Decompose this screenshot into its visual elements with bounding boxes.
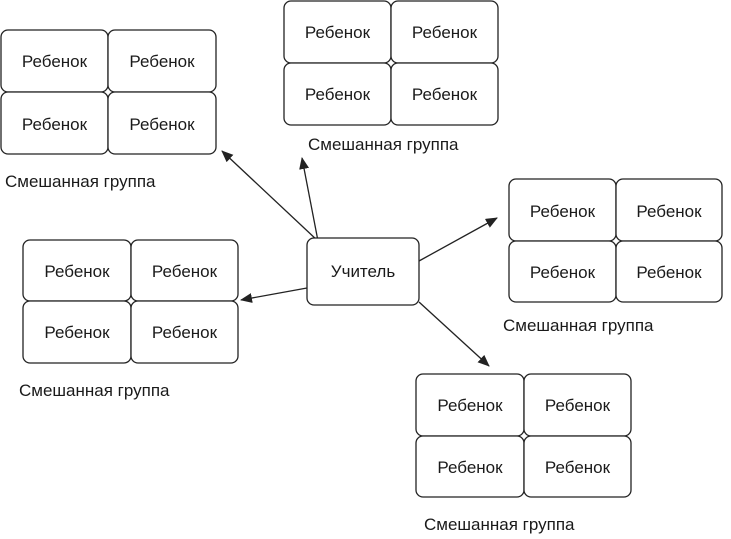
child-node: Ребенок: [107, 29, 217, 93]
child-label: Ребенок: [437, 458, 503, 477]
group-label: Смешанная группа: [19, 381, 170, 400]
teacher-node: Учитель: [306, 237, 420, 306]
child-label: Ребенок: [530, 202, 596, 221]
child-label: Ребенок: [545, 458, 611, 477]
arrow-to-top-left-group: [221, 150, 319, 242]
child-node: Ребенок: [283, 62, 392, 126]
arrow-to-top-center-group: [299, 157, 319, 242]
child-node: Ребенок: [523, 435, 632, 498]
child-node: Ребенок: [130, 300, 239, 364]
child-label: Ребенок: [530, 263, 596, 282]
child-node: Ребенок: [130, 239, 239, 302]
child-node: Ребенок: [508, 240, 617, 303]
child-label: Ребенок: [545, 396, 611, 415]
child-label: Ребенок: [22, 115, 88, 134]
child-label: Ребенок: [636, 202, 702, 221]
child-label: Ребенок: [305, 23, 371, 42]
child-label: Ребенок: [412, 85, 478, 104]
arrow-to-right-group: [418, 217, 498, 262]
child-label: Ребенок: [22, 52, 88, 71]
child-label: Ребенок: [44, 323, 110, 342]
group-middle-left: Ребенок Ребенок Ребенок Ребенок Смешанна…: [19, 239, 239, 400]
child-node: Ребенок: [523, 373, 632, 437]
group-label: Смешанная группа: [5, 172, 156, 191]
group-label: Смешанная группа: [424, 515, 575, 534]
child-node: Ребенок: [283, 0, 392, 64]
child-node: Ребенок: [415, 435, 525, 498]
group-top-center: Ребенок Ребенок Ребенок Ребенок Смешанна…: [283, 0, 499, 154]
child-label: Ребенок: [152, 323, 218, 342]
group-right: Ребенок Ребенок Ребенок Ребенок Смешанна…: [503, 178, 723, 335]
arrow-to-bottom-group: [418, 301, 490, 367]
child-node: Ребенок: [0, 91, 109, 155]
child-label: Ребенок: [305, 85, 371, 104]
child-label: Ребенок: [636, 263, 702, 282]
child-label: Ребенок: [44, 262, 110, 281]
child-node: Ребенок: [22, 239, 132, 302]
child-node: Ребенок: [0, 29, 109, 93]
child-label: Ребенок: [152, 262, 218, 281]
child-node: Ребенок: [22, 300, 132, 364]
arrow-to-middle-left-group: [240, 287, 308, 303]
child-node: Ребенок: [415, 373, 525, 437]
child-node: Ребенок: [390, 62, 499, 126]
teacher-label: Учитель: [331, 262, 396, 281]
child-label: Ребенок: [129, 115, 195, 134]
child-node: Ребенок: [508, 178, 617, 242]
child-node: Ребенок: [390, 0, 499, 64]
group-bottom: Ребенок Ребенок Ребенок Ребенок Смешанна…: [415, 373, 632, 534]
group-top-left: Ребенок Ребенок Ребенок Ребенок Смешанна…: [0, 29, 217, 191]
group-label: Смешанная группа: [308, 135, 459, 154]
child-node: Ребенок: [615, 240, 723, 303]
child-label: Ребенок: [437, 396, 503, 415]
child-label: Ребенок: [129, 52, 195, 71]
child-node: Ребенок: [107, 91, 217, 155]
child-label: Ребенок: [412, 23, 478, 42]
group-label: Смешанная группа: [503, 316, 654, 335]
child-node: Ребенок: [615, 178, 723, 242]
